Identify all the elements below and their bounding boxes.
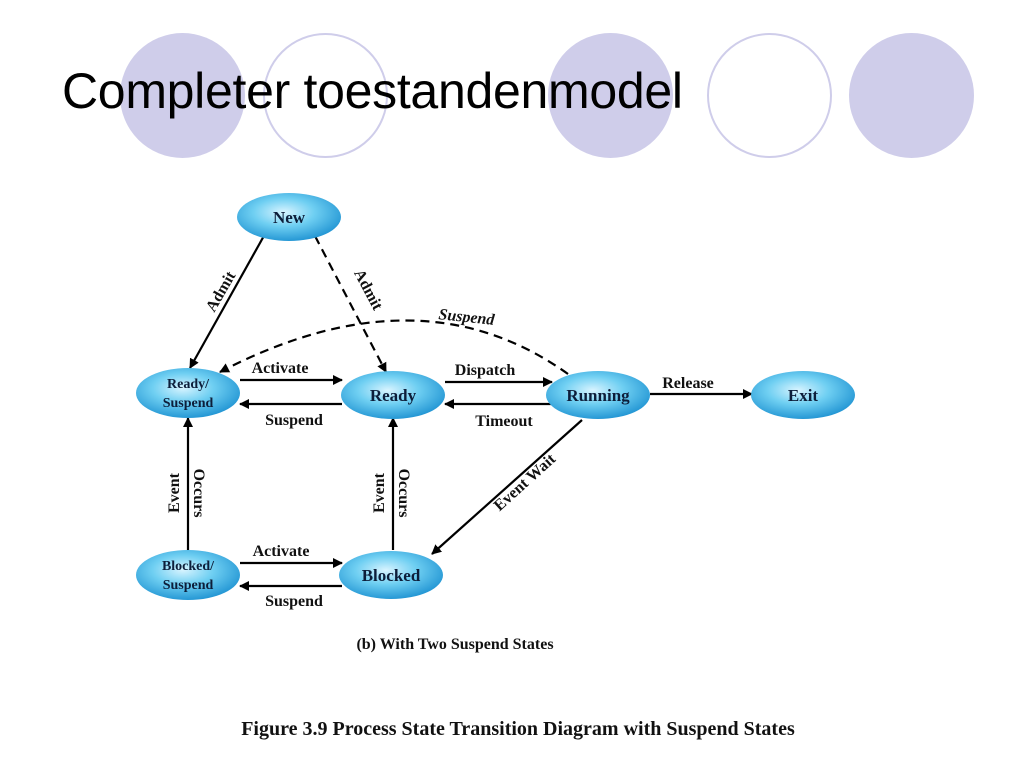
label-dispatch: Dispatch xyxy=(455,362,516,379)
node-ready: Ready xyxy=(341,371,445,419)
node-ready-suspend-label-1: Ready/ xyxy=(167,377,210,392)
node-ready-suspend: Ready/ Suspend xyxy=(136,368,240,418)
label-admit-right: Admit xyxy=(350,267,386,314)
label-event-right: Event xyxy=(371,472,388,513)
diagram-subcaption: (b) With Two Suspend States xyxy=(356,636,553,653)
node-running: Running xyxy=(546,371,650,419)
label-activate-bottom: Activate xyxy=(253,543,310,560)
node-running-shape xyxy=(546,371,650,419)
label-occurs-right: Occurs xyxy=(395,469,412,518)
node-ready-suspend-label-2: Suspend xyxy=(163,396,214,411)
node-blocked-suspend-label-2: Suspend xyxy=(163,578,214,593)
decor-circle-4 xyxy=(707,33,832,158)
edge-admit-to-ready xyxy=(314,235,387,373)
decor-circle-1 xyxy=(120,33,245,158)
node-new-shape xyxy=(237,193,341,241)
node-new: New xyxy=(237,193,341,241)
decor-circle-3 xyxy=(548,33,673,158)
node-exit: Exit xyxy=(751,371,855,419)
decor-circle-2 xyxy=(263,33,388,158)
label-timeout: Timeout xyxy=(475,413,533,430)
node-blocked: Blocked xyxy=(339,551,443,599)
label-admit-left: Admit xyxy=(203,268,240,315)
node-ready-label: Ready xyxy=(370,386,417,405)
node-blocked-label: Blocked xyxy=(362,566,421,585)
edge-event-wait xyxy=(431,419,583,555)
label-suspend-bottom: Suspend xyxy=(265,593,323,610)
edges xyxy=(183,233,753,591)
label-suspend-mid: Suspend xyxy=(265,412,323,429)
node-blocked-suspend-shape xyxy=(136,550,240,600)
node-blocked-shape xyxy=(339,551,443,599)
edge-admit-to-ready-suspend xyxy=(189,233,266,369)
node-running-label: Running xyxy=(566,386,630,405)
node-exit-label: Exit xyxy=(788,386,819,405)
label-event-left: Event xyxy=(166,472,183,513)
slide-title: Completer toestandenmodel xyxy=(62,63,683,119)
label-occurs-left: Occurs xyxy=(190,469,207,518)
node-blocked-suspend: Blocked/ Suspend xyxy=(136,550,240,600)
node-ready-shape xyxy=(341,371,445,419)
label-activate-top: Activate xyxy=(252,360,309,377)
label-event-wait: Event Wait xyxy=(491,450,560,514)
node-new-label: New xyxy=(273,208,306,227)
label-release: Release xyxy=(662,375,714,392)
label-suspend-top: Suspend xyxy=(438,306,496,329)
node-exit-shape xyxy=(751,371,855,419)
decor-circle-5 xyxy=(849,33,974,158)
figure-caption: Figure 3.9 Process State Transition Diag… xyxy=(241,718,795,740)
edge-suspend-running-to-ready-suspend xyxy=(219,319,569,375)
node-blocked-suspend-label-1: Blocked/ xyxy=(162,559,215,574)
node-ready-suspend-shape xyxy=(136,368,240,418)
